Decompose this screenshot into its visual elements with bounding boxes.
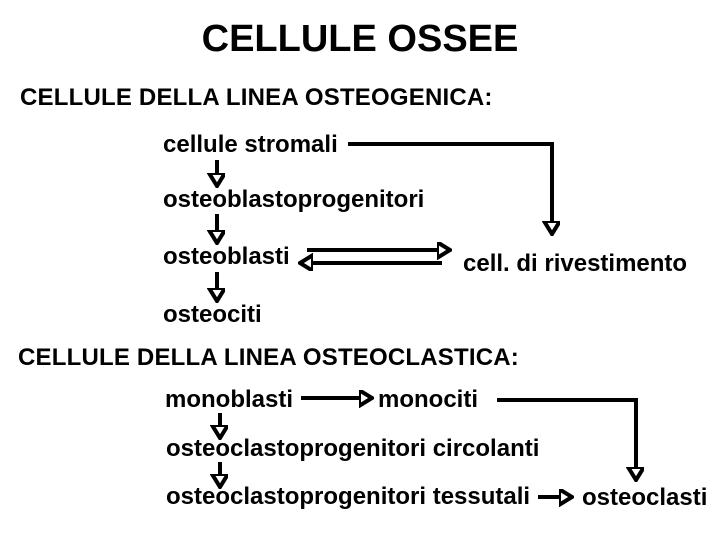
osteoclastic-heading: CELLULE DELLA LINEA OSTEOCLASTICA: xyxy=(18,344,520,371)
node-monociti: monociti xyxy=(378,386,478,413)
osteogenic-heading: CELLULE DELLA LINEA OSTEOGENICA: xyxy=(20,84,493,111)
node-osteoclastoprogenitori-tessutali: osteoclastoprogenitori tessutali xyxy=(166,483,531,510)
node-cellule-stromali: cellule stromali xyxy=(163,131,338,158)
node-cell-di-rivestimento: cell. di rivestimento xyxy=(463,250,688,277)
slide-title: CELLULE OSSEE xyxy=(201,18,519,60)
node-osteoblasti: osteoblasti xyxy=(163,243,290,270)
node-osteociti: osteociti xyxy=(163,301,262,328)
node-monoblasti: monoblasti xyxy=(165,386,294,413)
node-osteoclasti: osteoclasti xyxy=(582,484,708,511)
node-osteoblastoprogenitori: osteoblastoprogenitori xyxy=(163,186,425,213)
node-osteoclastoprogenitori-circolanti: osteoclastoprogenitori circolanti xyxy=(166,435,540,462)
